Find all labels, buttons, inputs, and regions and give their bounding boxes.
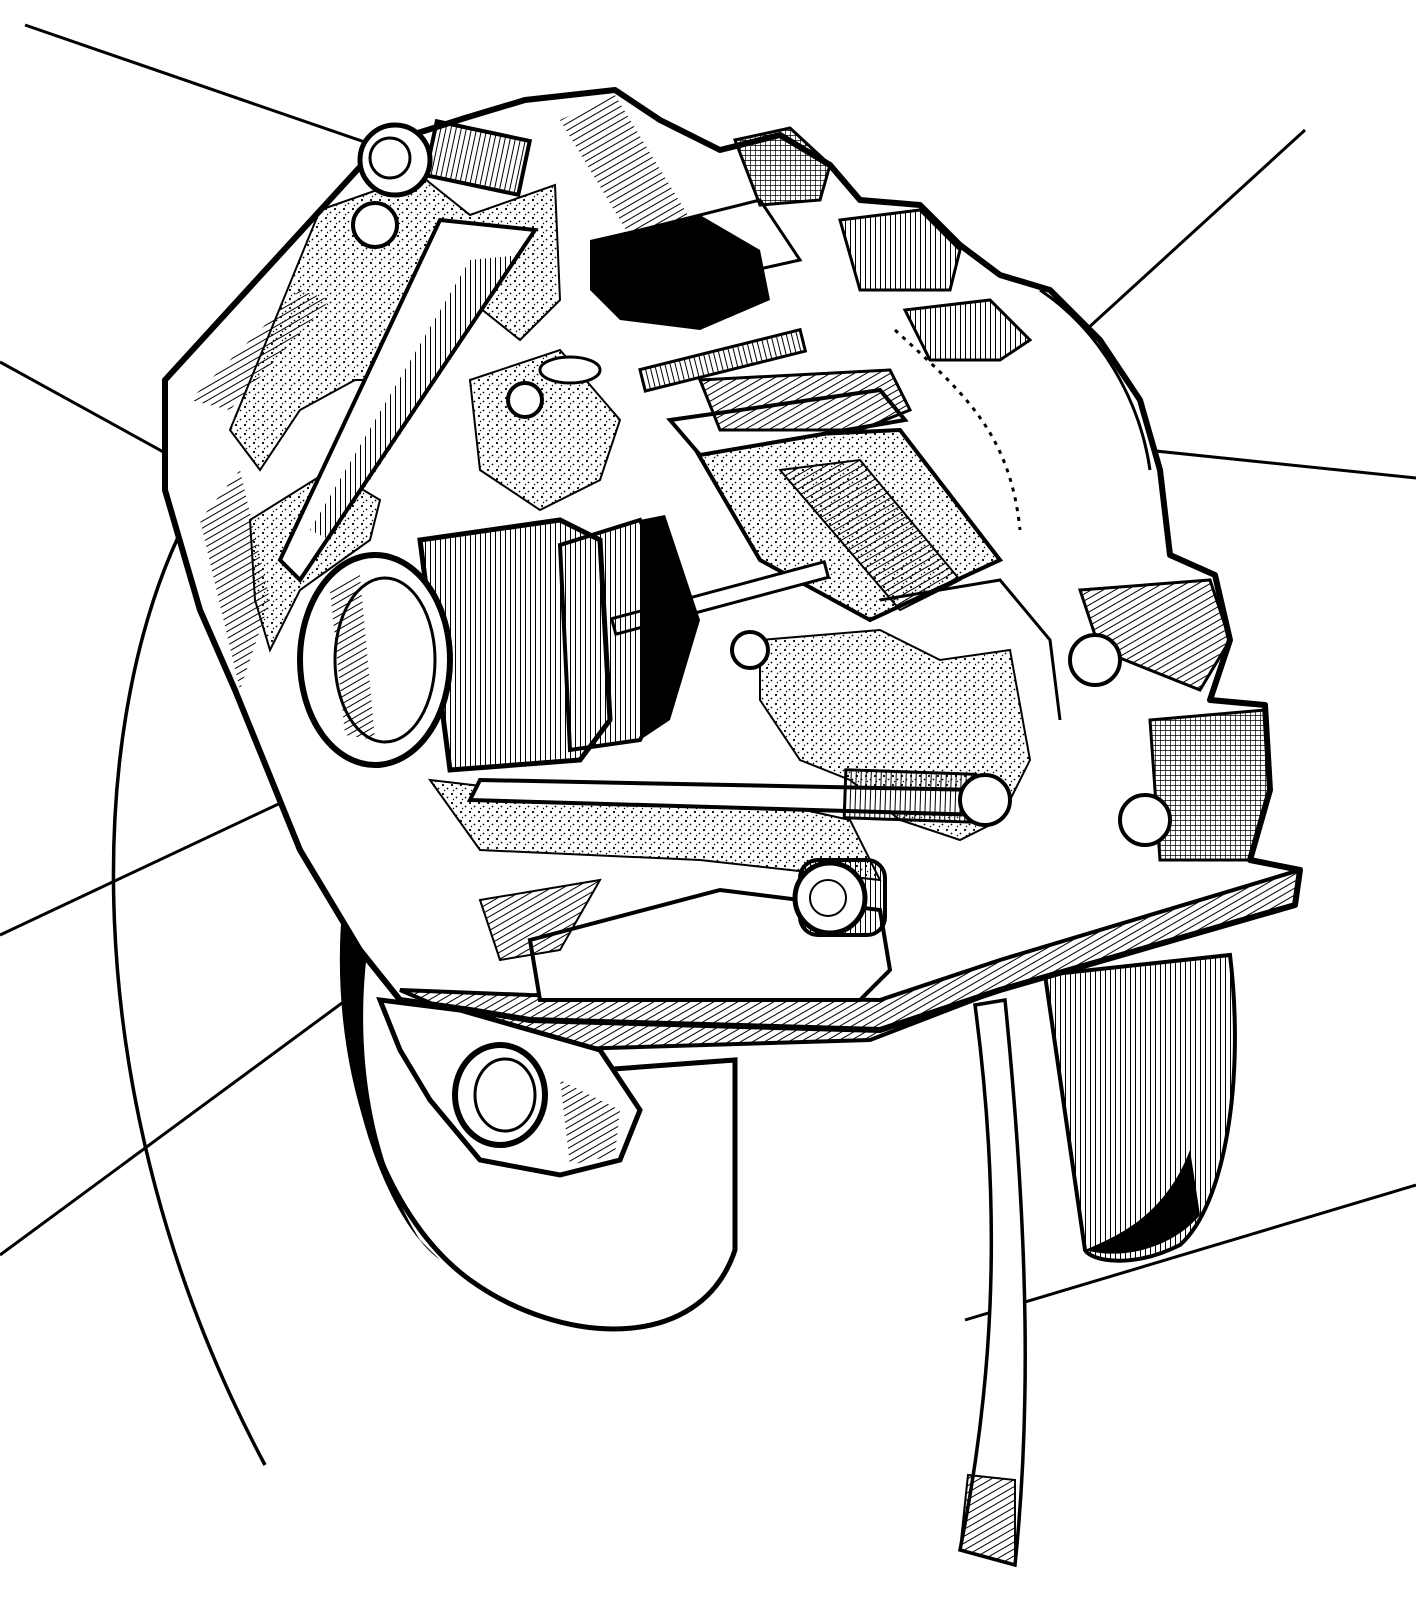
housing-fin-far-right xyxy=(902,298,1033,362)
shade-face-left-edge xyxy=(200,470,270,690)
bolt-upper-center xyxy=(506,381,544,419)
cutaway-section-center xyxy=(468,348,622,512)
contour-dotted-edge xyxy=(893,328,1022,531)
pad-spring-clip xyxy=(697,368,913,432)
contour-lines xyxy=(598,198,1152,721)
bolt-center xyxy=(730,630,770,670)
bolt-upper-right xyxy=(1068,633,1122,687)
bolt-lower-right xyxy=(1118,793,1172,847)
disc-outer-arc xyxy=(111,494,267,1466)
piston-bore-shade xyxy=(330,575,375,740)
piston-assembly xyxy=(297,515,700,773)
friction-pad-lining xyxy=(778,458,962,612)
friction-pads xyxy=(538,327,1004,637)
contour-housing-ridge xyxy=(1039,288,1152,471)
mounting-bolt xyxy=(792,858,887,937)
piston-seal-ring-dark xyxy=(640,515,700,740)
pipe-union-nut xyxy=(958,773,1012,827)
pad-retaining-pin xyxy=(638,327,808,393)
mounting-lug-shade xyxy=(560,1080,620,1165)
housing-block-lower-right xyxy=(1148,708,1272,862)
mounting-hole-inner xyxy=(473,1057,537,1133)
housing-fin-top xyxy=(732,126,832,207)
pipe-union xyxy=(842,768,978,824)
contour-inner-cavity xyxy=(598,198,803,302)
shade-face-upper-left xyxy=(190,290,330,410)
pad-recess-dark xyxy=(590,215,770,330)
fasteners xyxy=(277,118,1172,937)
bleed-screw xyxy=(351,118,533,249)
disc-hub-dark xyxy=(1085,1150,1200,1254)
leader-line-disc xyxy=(964,1183,1416,1322)
disc-hub-body xyxy=(1042,952,1237,1263)
bridge-pipe-hatch xyxy=(310,255,520,540)
piston-body xyxy=(417,517,613,773)
flange-plate-hatch xyxy=(478,878,602,962)
split-pin xyxy=(538,355,602,385)
leader-line-bleed-screw xyxy=(24,23,383,150)
housing-fin-right xyxy=(838,208,962,292)
contour-lower-web xyxy=(879,578,1062,721)
disc-edge-hatch xyxy=(958,1473,1016,1567)
